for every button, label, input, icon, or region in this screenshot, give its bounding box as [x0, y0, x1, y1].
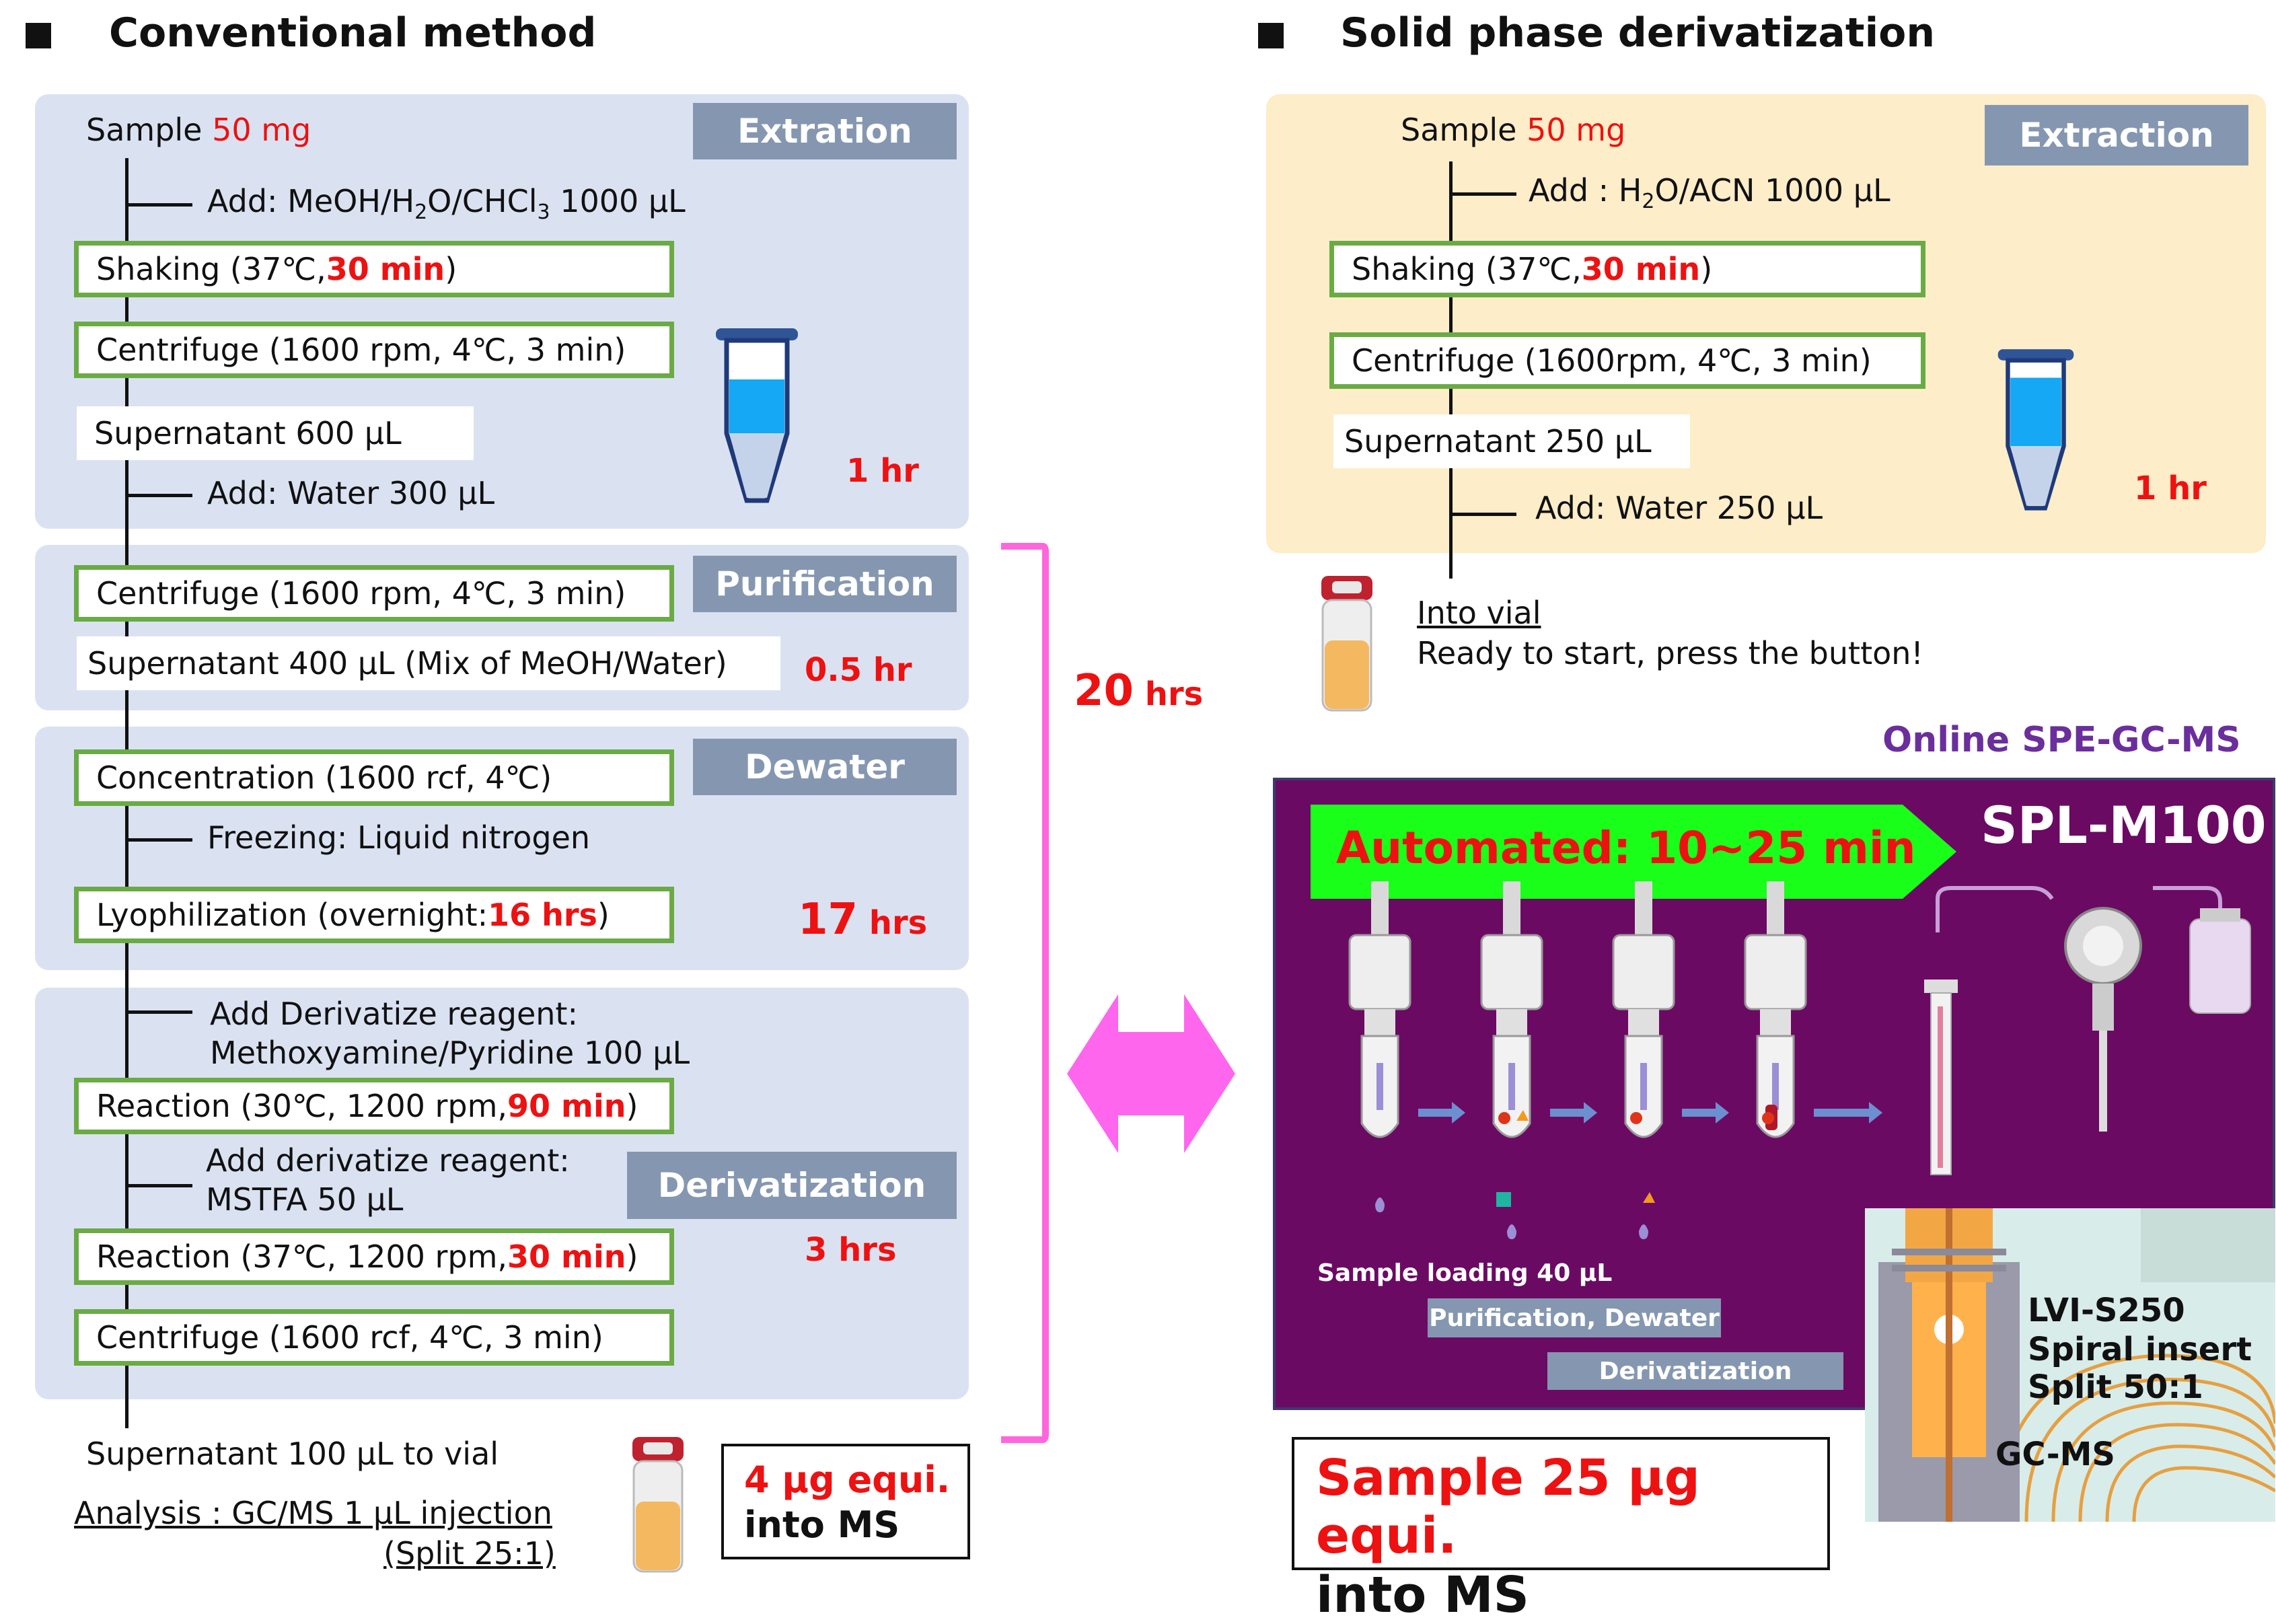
purification-tag: Purification — [693, 556, 957, 612]
analysis-split-text: (Split 25:1) — [383, 1535, 556, 1572]
branch-line — [125, 203, 192, 207]
injector-assembly — [1911, 879, 2261, 1204]
derivatization-tag: Derivatization — [627, 1152, 957, 1219]
left-heading-bullet — [26, 23, 51, 48]
right-supernatant-step: Supernatant 250 μL — [1333, 414, 1690, 468]
instrument-name: SPL-M100 — [1981, 795, 2267, 855]
centrifuge-step: Centrifuge (1600 rpm, 4℃, 3 min) — [74, 322, 674, 378]
sample-loading-text: Sample loading 40 μL — [1317, 1259, 1613, 1287]
vial-icon — [624, 1434, 692, 1578]
right-shaking-step: Shaking (37℃, 30 min) — [1329, 241, 1925, 297]
right-extraction-tag: Extraction — [1985, 105, 2248, 165]
microtube-icon — [713, 326, 801, 510]
total-time: 20 hrs — [1074, 666, 1204, 716]
online-label: Online SPE-GC-MS — [1882, 720, 2241, 760]
lvi-line1: LVI-S250 — [2028, 1292, 2185, 1329]
branch-line — [125, 1010, 192, 1014]
add-derivatize-2-line2: MSTFA 50 μL — [206, 1181, 404, 1218]
branch-line — [125, 1184, 192, 1187]
add-derivatize-1-line1: Add Derivatize reagent: — [210, 996, 578, 1032]
total-time-bracket — [1001, 543, 1049, 1443]
purification-time: 0.5 hr — [805, 651, 912, 689]
right-sample-text: Sample 50 mg — [1401, 112, 1626, 148]
analysis-text: Analysis : GC/MS 1 μL injection — [74, 1495, 552, 1531]
spe-cartridges — [1337, 881, 1943, 1261]
right-add-solvent-text: Add : H2O/ACN 1000 μL — [1529, 172, 1890, 214]
branch-line — [125, 494, 192, 497]
extraction-time: 1 hr — [846, 452, 919, 490]
supernatant-mix-step: Supernatant 400 μL (Mix of MeOH/Water) — [77, 636, 780, 690]
reaction-step-2: Reaction (37℃, 1200 rpm, 30 min) — [74, 1228, 674, 1285]
right-result-box: Sample 25 μg equi. into MS — [1292, 1437, 1830, 1624]
right-vial-icon — [1313, 573, 1381, 717]
into-vial-text: Into vial — [1417, 595, 1541, 631]
automated-arrow — [1311, 805, 1956, 899]
supernatant-step: Supernatant 600 μL — [77, 406, 474, 460]
right-heading: Solid phase derivatization — [1340, 9, 1936, 57]
add-derivatize-1-line2: Methoxyamine/Pyridine 100 μL — [210, 1035, 690, 1071]
shaking-step: Shaking (37℃, 30 min) — [74, 241, 674, 297]
automated-text: Automated: 10~25 min — [1336, 822, 1916, 874]
centrifuge-step-3: Centrifuge (1600 rcf, 4℃, 3 min) — [74, 1309, 674, 1366]
right-extraction-panel — [1266, 94, 2266, 553]
derivatization-time: 3 hrs — [805, 1231, 897, 1269]
branch-line — [1449, 513, 1516, 516]
add-derivatize-2-line1: Add derivatize reagent: — [206, 1142, 570, 1179]
branch-line — [125, 838, 192, 842]
gcms-label: GC-MS — [1995, 1436, 2115, 1473]
sample-text: Sample 50 mg — [86, 112, 311, 148]
right-heading-bullet — [1258, 23, 1284, 48]
concentration-step: Concentration (1600 rcf, 4℃) — [74, 749, 674, 806]
right-extraction-time: 1 hr — [2134, 470, 2207, 507]
left-heading: Conventional method — [109, 9, 597, 57]
add-water-text: Add: Water 300 μL — [207, 475, 495, 511]
right-add-water-text: Add: Water 250 μL — [1535, 490, 1823, 526]
branch-line — [1449, 192, 1516, 196]
extraction-tag: Extration — [693, 103, 957, 159]
comparison-arrow-icon — [1067, 994, 1235, 1153]
freezing-text: Freezing: Liquid nitrogen — [207, 819, 591, 856]
centrifuge-step-2: Centrifuge (1600 rpm, 4℃, 3 min) — [74, 565, 674, 622]
lvi-line3: Split 50:1 — [2028, 1368, 2203, 1406]
right-centrifuge-step: Centrifuge (1600rpm, 4℃, 3 min) — [1329, 332, 1925, 389]
lyophilization-step: Lyophilization (overnight: 16 hrs) — [74, 887, 674, 943]
supernatant-vial-text: Supernatant 100 μL to vial — [86, 1436, 499, 1472]
dewater-tag: Dewater — [693, 739, 957, 795]
right-derivatization-tag: Derivatization — [1547, 1352, 1843, 1390]
lvi-line2: Spiral insert — [2028, 1331, 2252, 1368]
add-solvent-text: Add: MeOH/H2O/CHCl3 1000 μL — [207, 183, 686, 225]
reaction-step-1: Reaction (30℃, 1200 rpm, 90 min) — [74, 1078, 674, 1134]
gc-ms-inset — [1865, 1208, 2275, 1522]
ready-text: Ready to start, press the button! — [1417, 635, 1923, 671]
cartridge-icon — [1348, 881, 1411, 1212]
purification-dewater-tag: Purification, Dewater — [1428, 1298, 1721, 1337]
left-result-box: 4 μg equi. into MS — [721, 1444, 970, 1559]
dewater-time: 17 hrs — [798, 895, 928, 945]
right-microtube-icon — [1995, 343, 2076, 521]
